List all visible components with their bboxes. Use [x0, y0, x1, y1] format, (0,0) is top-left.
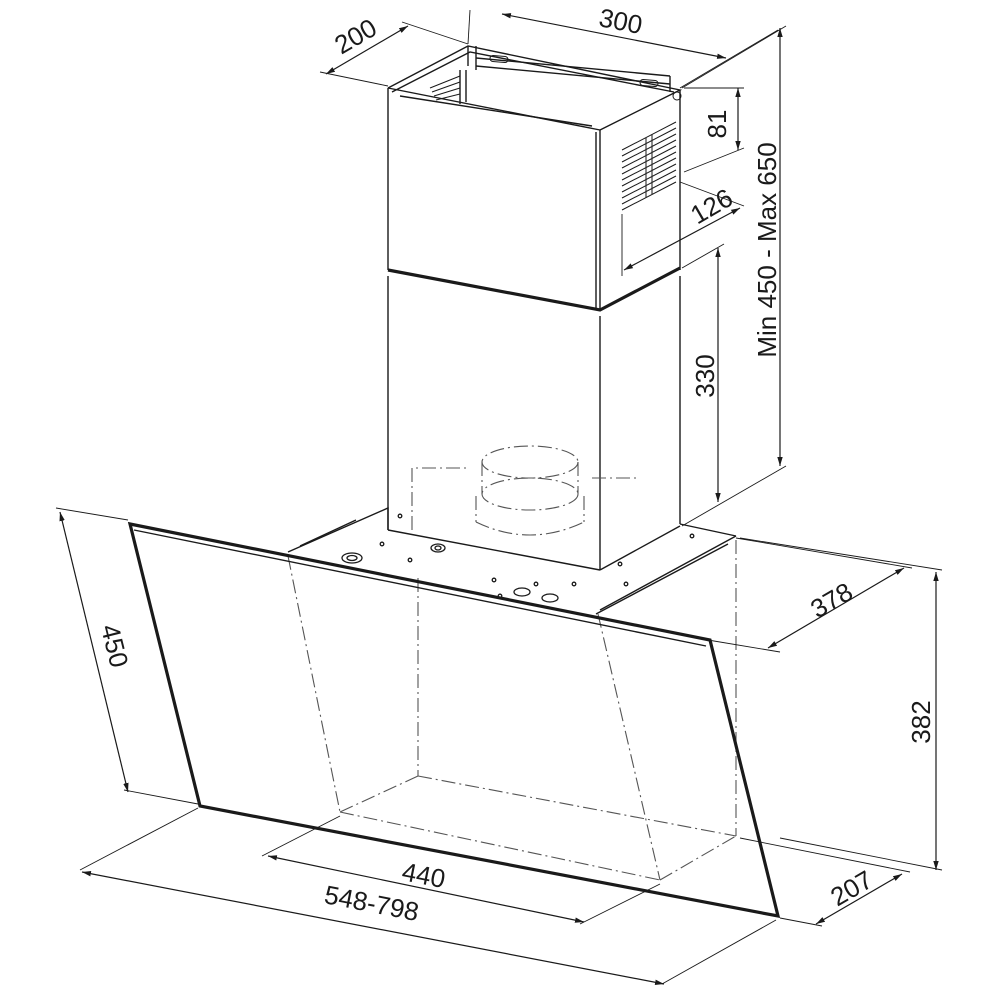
lower-chimney: [387, 276, 681, 571]
dim-chimney-depth: 200: [329, 12, 382, 60]
dim-lower-chimney: 330: [690, 354, 720, 397]
upper-chimney: [387, 45, 683, 312]
dim-chimney-height-range: Min 450 - Max 650: [752, 142, 782, 357]
vent-grille: [621, 121, 677, 211]
dim-inner-width: 440: [400, 856, 448, 894]
dim-vent-width: 126: [685, 182, 738, 230]
dim-base-depth: 207: [825, 864, 878, 912]
canopy-top-plate: [287, 506, 737, 615]
dim-canopy-depth: 378: [805, 576, 858, 624]
dim-glass-height: 450: [95, 621, 135, 670]
dimension-lines: [55, 9, 943, 985]
dim-vent-height: 81: [702, 110, 732, 139]
duct-collar: [411, 445, 640, 536]
hidden-body-outline: [287, 540, 737, 881]
dimension-labels: 200 300 81 126 Min 450 - Max 650 330 378…: [95, 2, 936, 927]
glass-panel: [127, 521, 781, 919]
fixing-holes: [341, 513, 695, 603]
dim-canopy-height: 382: [906, 700, 936, 743]
